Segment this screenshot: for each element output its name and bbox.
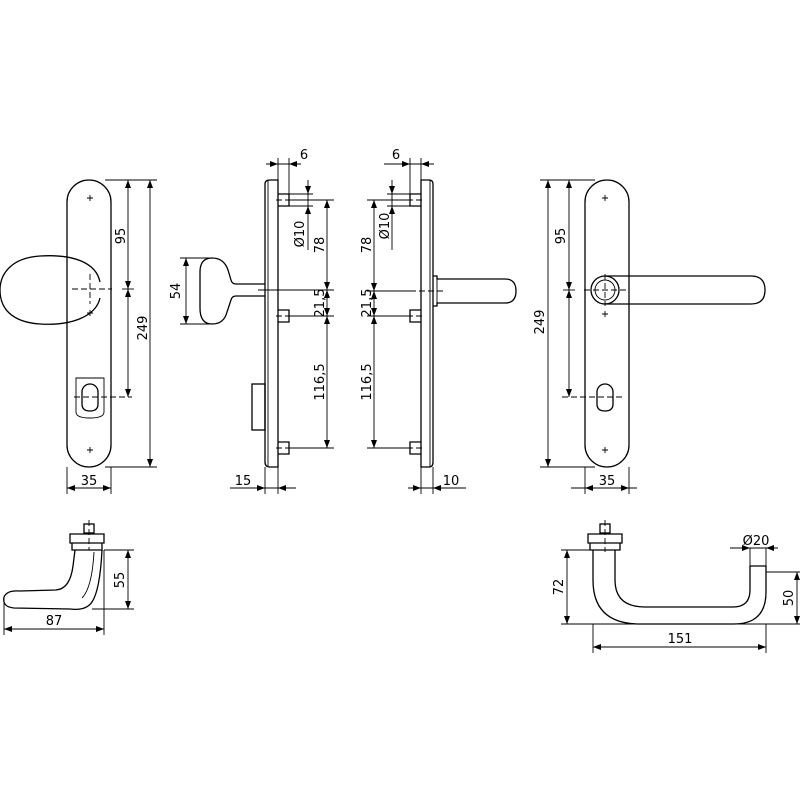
dim-35-lever: 35 bbox=[599, 474, 616, 489]
dim-35-knob: 35 bbox=[81, 474, 98, 489]
front-view-lever-plate bbox=[540, 179, 766, 494]
side-view-knob-plate bbox=[180, 158, 334, 494]
dim-6-knob-side: 6 bbox=[300, 148, 308, 163]
dim-6-lever-side: 6 bbox=[392, 148, 400, 163]
dim-95-knob: 95 bbox=[114, 228, 129, 245]
dim-95-lever: 95 bbox=[554, 228, 569, 245]
dim-21-5-lever-side: 21,5 bbox=[360, 289, 375, 318]
dim-78-knob-side: 78 bbox=[313, 237, 328, 254]
dim-72: 72 bbox=[552, 579, 567, 596]
dim-87: 87 bbox=[46, 614, 63, 629]
dim-10-lever-side: 10 bbox=[443, 474, 460, 489]
dim-d10-lever-side: Ø10 bbox=[378, 213, 393, 240]
dim-78-lever-side: 78 bbox=[360, 237, 375, 254]
dim-249-knob: 249 bbox=[136, 316, 151, 341]
dim-21-5-knob-side: 21,5 bbox=[313, 289, 328, 318]
dim-d20: Ø20 bbox=[743, 534, 770, 549]
lever-profile-view bbox=[561, 520, 800, 653]
dim-249-lever: 249 bbox=[533, 310, 548, 335]
dim-151: 151 bbox=[668, 632, 693, 647]
front-view-knob-plate bbox=[0, 179, 157, 494]
dim-116-5-lever-side: 116,5 bbox=[360, 363, 375, 400]
dim-55: 55 bbox=[113, 572, 128, 589]
dim-116-5-knob-side: 116,5 bbox=[313, 363, 328, 400]
dim-50: 50 bbox=[782, 590, 797, 607]
knob-profile-view bbox=[3, 520, 134, 635]
dim-d10-knob-side: Ø10 bbox=[293, 221, 308, 248]
dim-15: 15 bbox=[235, 474, 252, 489]
side-view-lever-plate bbox=[367, 158, 517, 494]
dim-54: 54 bbox=[169, 283, 184, 300]
